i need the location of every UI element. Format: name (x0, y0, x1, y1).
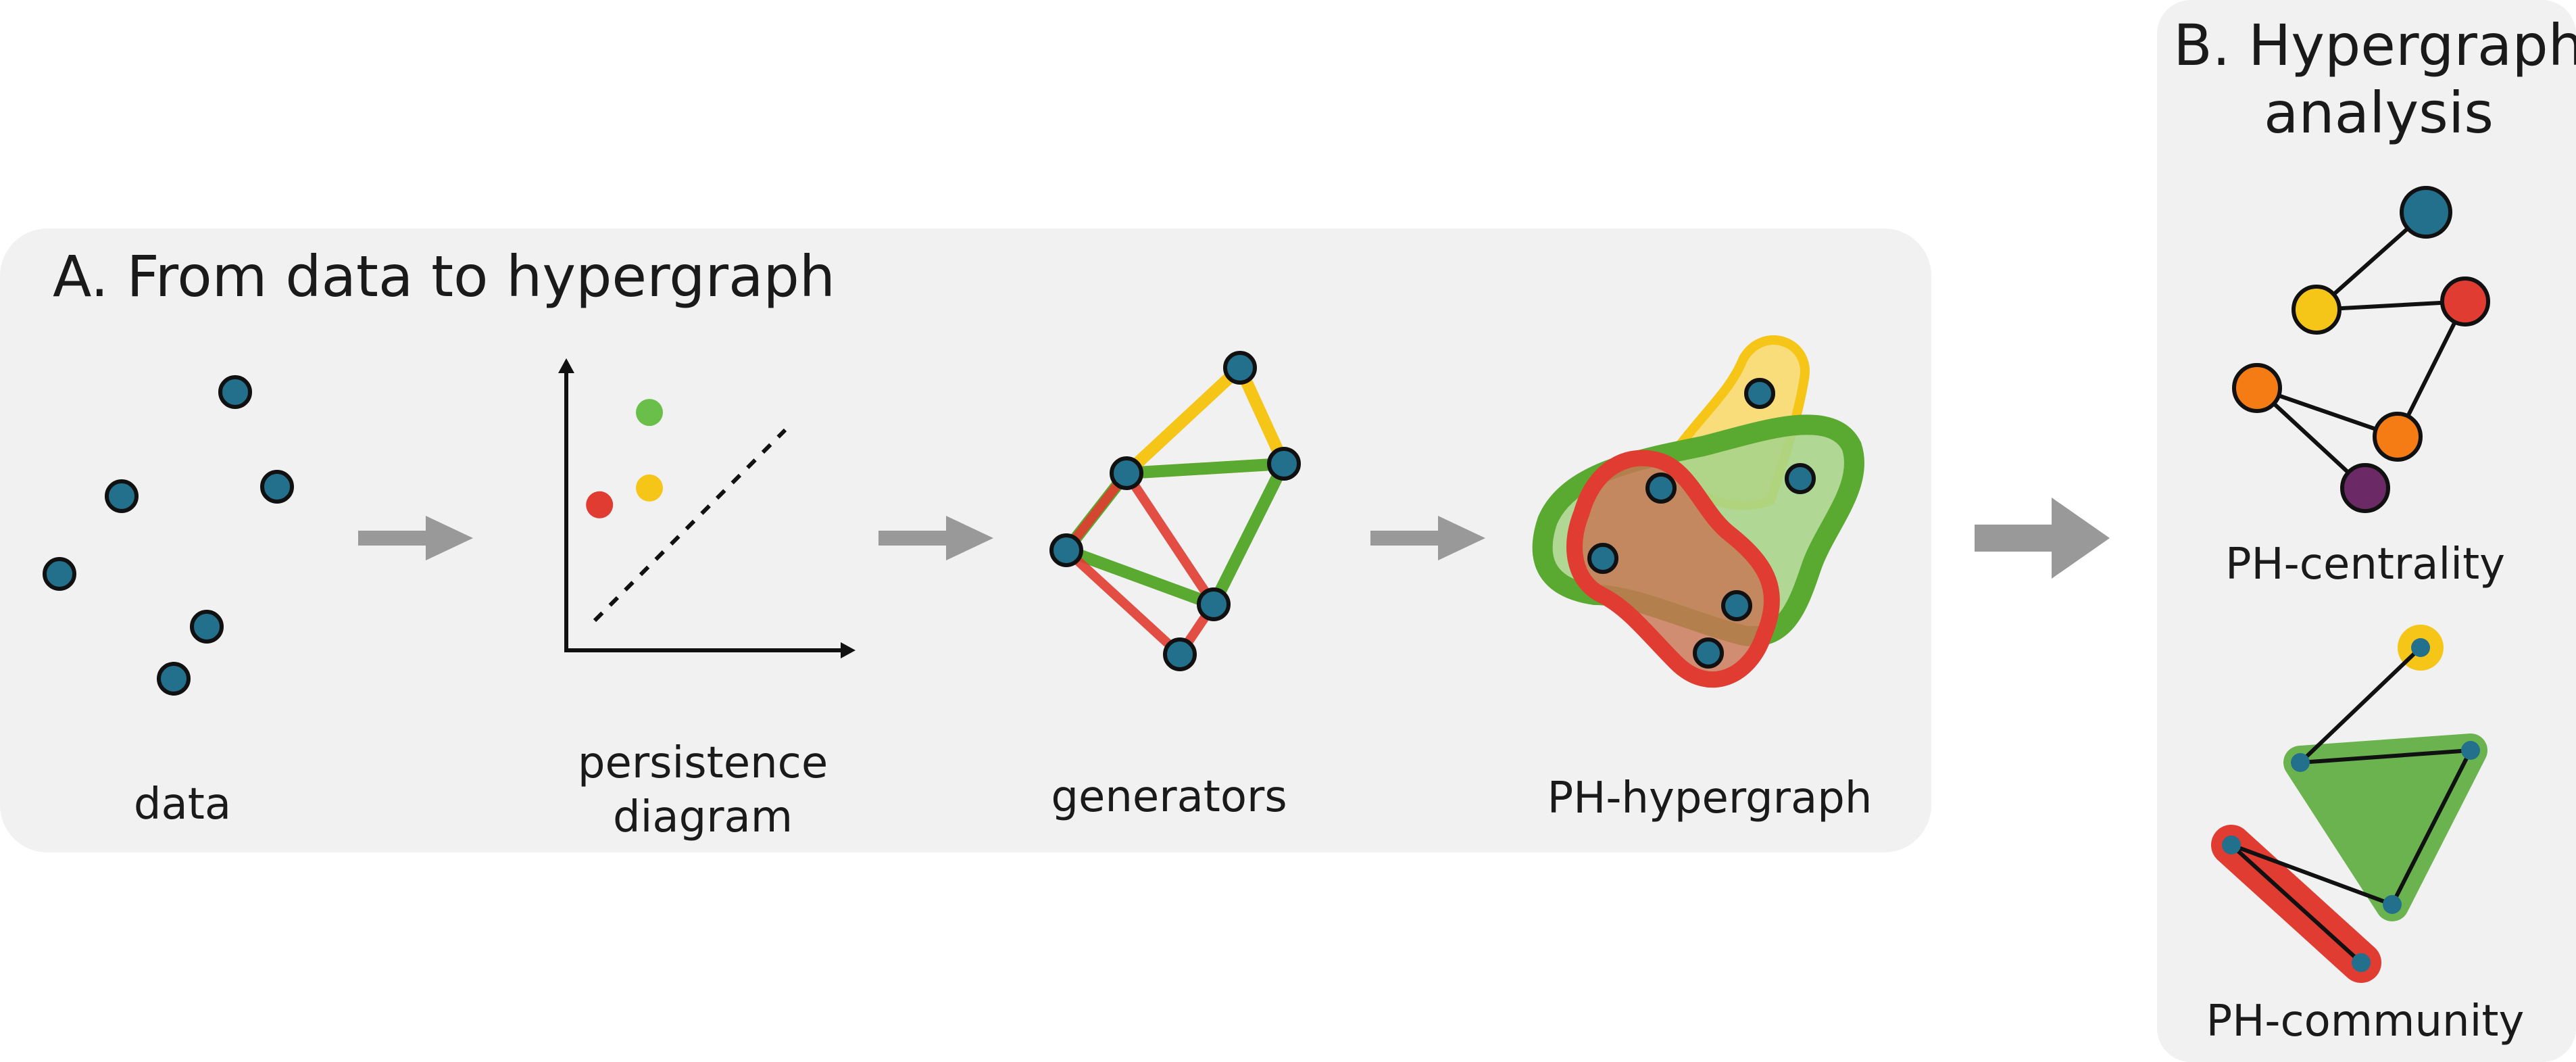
generator-node (1110, 456, 1143, 490)
data-point (43, 557, 76, 591)
panel-b-title-line2: analysis (2264, 80, 2494, 146)
panel-a-title: A. From data to hypergraph (53, 243, 835, 310)
arrow-right-icon (358, 516, 473, 560)
community-node (2291, 753, 2310, 772)
hypergraph-node (1587, 543, 1618, 574)
pd-y-axis-arrowhead (558, 358, 574, 373)
ph-hypergraph (1532, 335, 1864, 688)
community-node (2461, 741, 2480, 760)
caption-ph-hypergraph: PH-hypergraph (1547, 773, 1873, 823)
pd-point (586, 491, 614, 518)
community-node (2222, 836, 2241, 854)
pd-points (586, 399, 663, 518)
community-node (2411, 638, 2430, 657)
centrality-node (2292, 285, 2342, 335)
hyperedge-red (1566, 450, 1780, 688)
community-node (2383, 895, 2402, 914)
data-point (190, 610, 224, 644)
hypergraph-node (1693, 637, 1724, 669)
arrow-right-icon (1370, 516, 1485, 560)
panel-b: B. Hypergraph analysis PH-centrality (2157, 0, 2576, 1062)
generators-graph (1049, 351, 1301, 671)
generator-node (1267, 447, 1301, 481)
panel-b-background (2157, 0, 2576, 1062)
generator-node (1197, 587, 1231, 621)
hypergraph-node (1785, 463, 1816, 494)
caption-ph-community: PH-community (2206, 996, 2525, 1046)
caption-persistence-line1: persistence (578, 738, 828, 788)
community-node (2352, 953, 2371, 972)
pd-point (636, 399, 663, 427)
caption-persistence-line2: diagram (613, 792, 793, 842)
hypergraph-node (1744, 378, 1775, 409)
hypergraph-node (1721, 590, 1752, 621)
arrow-right-icon (878, 516, 993, 560)
ph-centrality-graph (2232, 186, 2490, 513)
panel-b-title-line1: B. Hypergraph (2173, 12, 2576, 78)
pd-diagonal (593, 428, 787, 623)
caption-generators: generators (1051, 772, 1287, 822)
ph-community-graph (2211, 625, 2487, 983)
caption-ph-centrality: PH-centrality (2225, 539, 2505, 589)
data-point (260, 470, 294, 504)
caption-data: data (134, 779, 231, 829)
generator-node (1163, 637, 1197, 671)
centrality-node (2440, 276, 2490, 327)
centrality-node (2373, 412, 2423, 462)
centrality-node (2340, 463, 2390, 513)
pd-point (636, 474, 663, 502)
pd-x-axis-arrowhead (841, 642, 856, 658)
centrality-node (2232, 363, 2282, 413)
data-point (218, 375, 252, 409)
data-point-cloud (43, 375, 294, 696)
data-point (105, 479, 139, 513)
hypergraph-node (1645, 473, 1677, 504)
persistence-diagram (558, 358, 856, 658)
data-point (157, 662, 191, 696)
panel-a: A. From data to hypergraph data persiste… (0, 228, 1931, 852)
generator-node (1049, 533, 1083, 567)
arrow-right-icon (1975, 498, 2110, 579)
generator-node (1223, 351, 1257, 385)
centrality-node (2400, 186, 2452, 239)
